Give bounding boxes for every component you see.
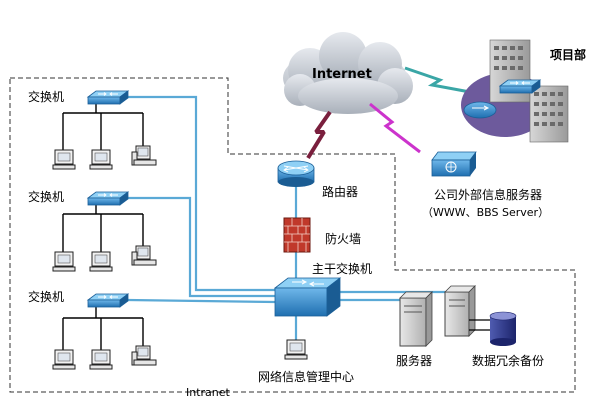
external-server-sublabel: （WWW、BBS Server） [422,206,550,219]
pc-icons [52,145,308,370]
pc-tree-lines [62,104,144,352]
router-label: 路由器 [322,185,359,199]
servers-label: 服务器 [396,354,433,368]
switch-icon-3 [87,293,129,308]
switch-label-2: 交换机 [28,190,65,204]
mgmt-center-label: 网络信息管理中心 [258,370,355,384]
internet-cloud-icon [283,32,413,114]
intranet-boundary [9,77,576,393]
firewall-label: 防火墙 [325,232,362,246]
external-link-lightning [369,102,421,154]
internet-label: Internet [312,67,372,82]
core-switch-icon [273,277,342,317]
lan-cables [127,95,445,348]
core-switch-label: 主干交换机 [312,262,373,276]
backup-connector [469,319,490,331]
project-link-lightning [404,66,471,94]
switch-icon-1 [87,90,129,105]
server-icons [399,285,476,347]
backup-label: 数据冗余备份 [472,354,545,368]
external-server-label: 公司外部信息服务器 [434,188,543,202]
project-dept-icon [461,39,569,143]
project-dept-label: 项目部 [550,48,587,62]
router-icon [277,160,315,187]
switch-icon-2 [87,191,129,206]
external-server-icon [431,151,477,177]
wan-link-lightning [306,110,332,160]
intranet-label: Intranet [186,386,230,399]
database-icon [489,311,517,346]
firewall-icon [283,217,311,253]
switch-label-3: 交换机 [28,290,65,304]
switch-label-1: 交换机 [28,90,65,104]
